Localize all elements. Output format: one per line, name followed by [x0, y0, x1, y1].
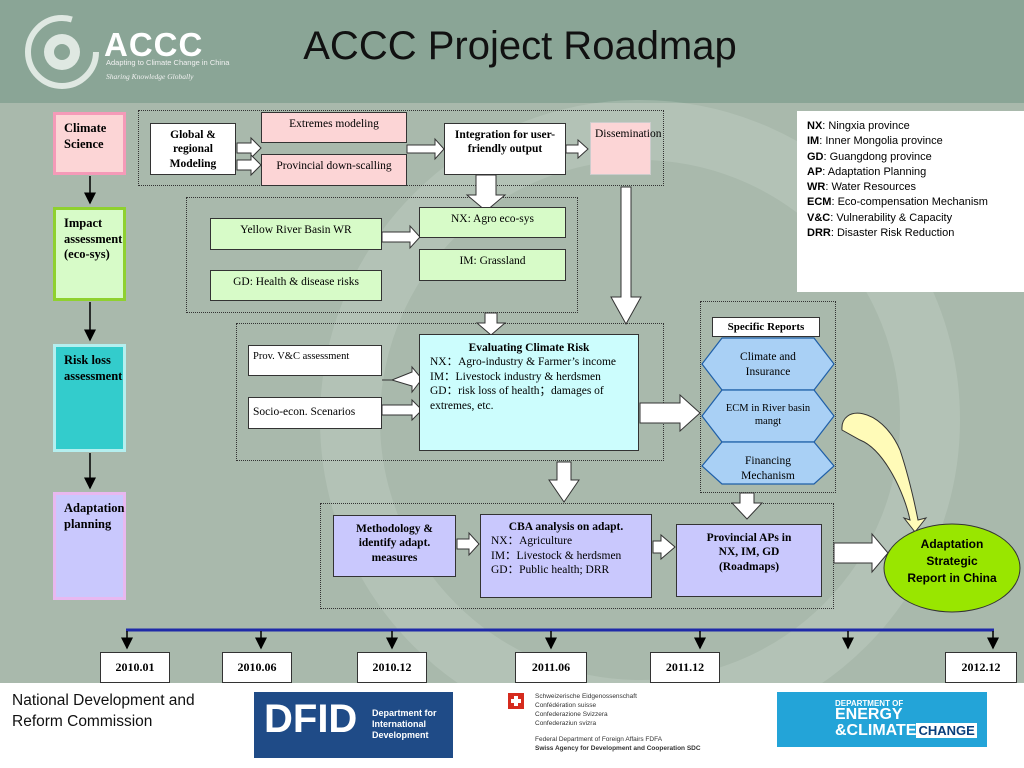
legend-row: DRR: Disaster Risk Reduction [807, 227, 955, 240]
page-title: ACCC Project Roadmap [303, 24, 737, 68]
report-ecm-river: ECM in River basin mangt [725, 403, 811, 427]
legend-row: GD: Guangdong province [807, 150, 932, 163]
report-climate-insurance: Climate and Insurance [740, 351, 796, 378]
swiss-sdc-logo: Schweizerische Eidgenossenschaft Confédé… [535, 693, 701, 752]
timeline-date: 2011.12 [650, 652, 720, 683]
specific-reports-label: Specific Reports [712, 317, 820, 337]
logo-tagline: Adapting to Climate Change in China [106, 58, 230, 67]
legend-row: ECM: Eco-compensation Mechanism [807, 196, 988, 209]
cba-line-im: IM：Livestock & herdsmen [491, 549, 622, 562]
accc-logo-icon [25, 15, 99, 89]
swiss-flag-icon [508, 693, 524, 709]
box-nx-agro: NX: Agro eco-sys [419, 207, 566, 238]
dfid-abbr: DFID [264, 697, 358, 741]
box-cba-analysis: CBA analysis on adapt. NX：Agriculture IM… [480, 514, 652, 598]
box-global-modeling: Global & regional Modeling [150, 123, 236, 175]
cba-line-nx: NX：Agriculture [491, 535, 573, 548]
box-methodology: Methodology & identify adapt. measures [333, 515, 456, 577]
report-financing: Financing Mechanism [741, 455, 795, 482]
dfid-fullname: Department for International Development [372, 708, 437, 740]
ndrc-line: National Development and [12, 692, 195, 709]
box-integration: Integration for user-friendly output [444, 123, 566, 175]
group-frame-risk [236, 323, 664, 461]
cba-title: CBA analysis on adapt. [508, 521, 624, 533]
box-evaluating-climate-risk: Evaluating Climate Risk NX：Agro-industry… [419, 334, 639, 451]
logo-name: ACCC [104, 26, 204, 63]
eval-line-im: IM：Livestock industry & herdsmen [430, 370, 601, 383]
box-dissemination: Dissemination [590, 122, 661, 175]
timeline-date: 2010.06 [222, 652, 292, 683]
box-gd-health: GD: Health & disease risks [210, 270, 382, 301]
adaptation-report-label: Adaptation Strategic Report in China [907, 537, 997, 585]
ndrc-line: Reform Commission [12, 713, 153, 730]
decc-dept: DEPARTMENT OF [835, 699, 904, 708]
eval-title: Evaluating Climate Risk [468, 342, 590, 354]
group-frame-impact [186, 197, 578, 313]
timeline-date: 2010.12 [357, 652, 427, 683]
dfid-logo [254, 692, 453, 758]
group-frame-reports [700, 301, 836, 493]
box-provincial-aps: Provincial APs in NX, IM, GD (Roadmaps) [676, 524, 822, 597]
box-socio-econ: Socio-econ. Scenarios [248, 397, 382, 429]
timeline-date: 2010.01 [100, 652, 170, 683]
ndrc-logo: National Development and Reform Commissi… [12, 690, 195, 732]
eval-line-gd: GD：risk loss of health；damages of extrem… [430, 385, 604, 412]
box-provincial-downscaling: Provincial down-scalling [261, 154, 407, 186]
abbreviation-legend: NX: Ningxia province IM: Inner Mongolia … [797, 111, 1024, 292]
legend-row: V&C: Vulnerability & Capacity [807, 211, 953, 224]
box-im-grassland: IM: Grassland [419, 249, 566, 281]
legend-row: IM: Inner Mongolia province [807, 135, 943, 148]
box-extremes-modeling: Extremes modeling [261, 112, 407, 143]
stage-risk-loss: Risk loss assessment [53, 344, 126, 452]
legend-row: AP: Adaptation Planning [807, 165, 927, 178]
report-hexagons [701, 337, 835, 485]
legend-row: NX: Ningxia province [807, 120, 910, 132]
timeline-date: 2012.12 [945, 652, 1017, 683]
box-prov-vc: Prov. V&C assessment [248, 345, 382, 376]
stage-adaptation-planning: Adaptation planning [53, 492, 126, 600]
box-yellow-river: Yellow River Basin WR [210, 218, 382, 250]
header-band [0, 0, 1024, 103]
adaptation-report-ellipse [883, 523, 1021, 613]
timeline-date: 2011.06 [515, 652, 587, 683]
stage-impact-assessment: Impact assessment (eco-sys) [53, 207, 126, 301]
eval-line-nx: NX：Agro-industry & Farmer’s income [430, 356, 616, 369]
logo-slogan: Sharing Knowledge Globally [106, 72, 194, 81]
stage-climate-science: Climate Science [53, 112, 126, 175]
cba-line-gd: GD：Public health; DRR [491, 564, 610, 577]
legend-row: WR: Water Resources [807, 181, 917, 194]
